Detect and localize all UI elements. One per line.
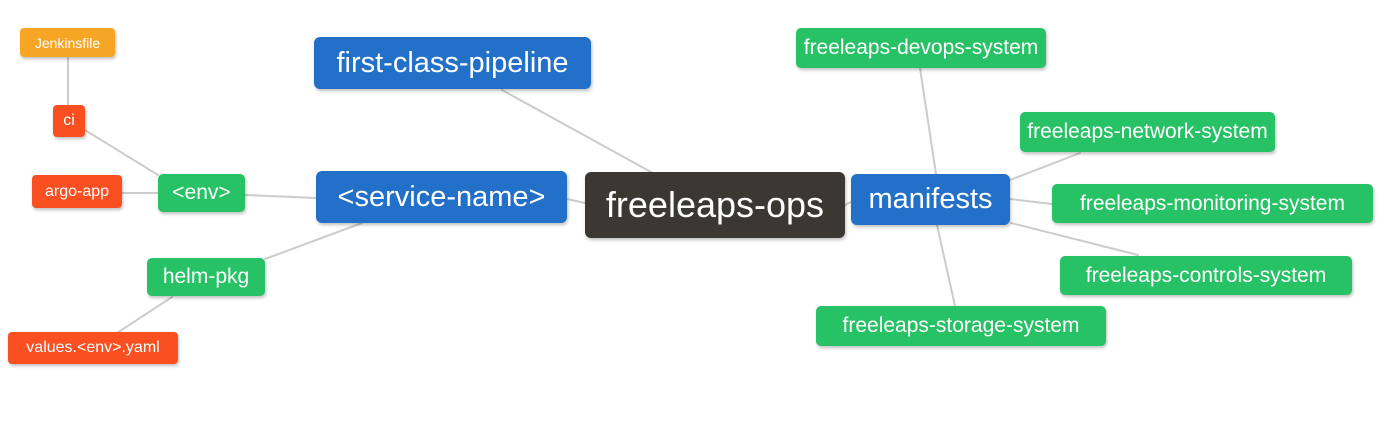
edge-manifests-storage xyxy=(936,224,956,307)
node-env[interactable]: <env> xyxy=(158,174,245,212)
edge-manifests-devops xyxy=(919,67,937,175)
edge-pipeline-root xyxy=(501,89,652,173)
node-freeleaps-devops-system[interactable]: freeleaps-devops-system xyxy=(796,28,1046,68)
node-ci[interactable]: ci xyxy=(53,105,85,137)
edge-root-manifests xyxy=(844,201,852,206)
edge-helm-pkg-values xyxy=(116,296,173,334)
node-helm-pkg[interactable]: helm-pkg xyxy=(147,258,265,296)
edge-service-name-root xyxy=(566,198,586,204)
node-values-env-yaml[interactable]: values.<env>.yaml xyxy=(8,332,178,364)
node-root-freeleaps-ops[interactable]: freeleaps-ops xyxy=(585,172,845,238)
node-jenkinsfile[interactable]: Jenkinsfile xyxy=(20,28,115,57)
node-freeleaps-monitoring-system[interactable]: freeleaps-monitoring-system xyxy=(1052,184,1373,223)
edge-env-service-name xyxy=(244,194,317,199)
edge-helm-pkg-service-name xyxy=(264,222,363,260)
node-argo-app[interactable]: argo-app xyxy=(32,175,122,208)
edge-manifests-network xyxy=(1009,152,1081,181)
node-freeleaps-network-system[interactable]: freeleaps-network-system xyxy=(1020,112,1275,152)
node-freeleaps-controls-system[interactable]: freeleaps-controls-system xyxy=(1060,256,1352,295)
node-service-name[interactable]: <service-name> xyxy=(316,171,567,223)
node-manifests[interactable]: manifests xyxy=(851,174,1010,225)
edge-manifests-controls xyxy=(1010,222,1139,256)
node-freeleaps-storage-system[interactable]: freeleaps-storage-system xyxy=(816,306,1106,346)
edge-ci-env xyxy=(84,129,159,176)
edge-manifests-monitoring xyxy=(1009,198,1053,205)
node-first-class-pipeline[interactable]: first-class-pipeline xyxy=(314,37,591,89)
